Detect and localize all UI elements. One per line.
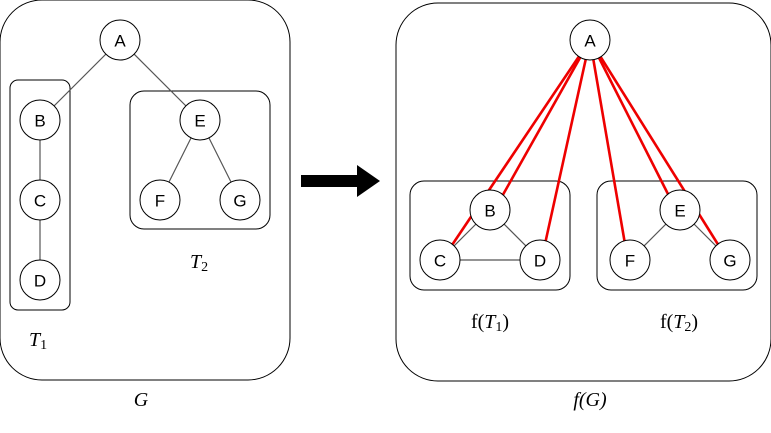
node-e: E	[179, 99, 221, 141]
node-label: C	[34, 192, 46, 211]
red-edge-a-e	[588, 39, 673, 201]
red-edge-a-g	[588, 39, 726, 255]
node-g: G	[709, 239, 751, 281]
g-label: G	[134, 389, 149, 411]
node-e: E	[659, 189, 701, 231]
graph-g-nodes: A B C D E F G	[19, 19, 261, 301]
node-b: B	[19, 99, 61, 141]
transform-arrow-icon	[301, 165, 380, 197]
node-label: G	[723, 252, 736, 271]
node-g: G	[219, 179, 261, 221]
node-label: E	[674, 202, 685, 221]
highlighted-edges	[444, 39, 726, 255]
node-a: A	[569, 19, 611, 61]
node-label: B	[34, 112, 45, 131]
t2-label: T2	[190, 251, 208, 275]
red-edge-a-c	[444, 39, 592, 255]
node-f: F	[609, 239, 651, 281]
node-f: F	[139, 179, 181, 221]
node-c: C	[19, 179, 61, 221]
red-edge-a-d	[543, 39, 592, 245]
ft2-label: f(T2)	[660, 311, 698, 335]
node-label: A	[584, 32, 596, 51]
node-c: C	[419, 239, 461, 281]
fg-label: f(G)	[573, 389, 607, 411]
red-edge-a-b	[498, 39, 592, 201]
node-d: D	[19, 259, 61, 301]
node-b: B	[469, 189, 511, 231]
node-label: F	[155, 192, 165, 211]
t1-label: T1	[29, 329, 47, 353]
node-label: B	[484, 202, 495, 221]
node-label: C	[434, 252, 446, 271]
node-d: D	[519, 239, 561, 281]
node-label: E	[194, 112, 205, 131]
node-label: D	[534, 252, 546, 271]
red-edge-a-f	[588, 39, 627, 245]
node-a: A	[99, 19, 141, 61]
node-label: A	[114, 32, 126, 51]
node-label: F	[625, 252, 635, 271]
node-label: G	[233, 192, 246, 211]
graph-fg-nodes: A B C D E F G	[419, 19, 751, 281]
ft1-label: f(T1)	[471, 311, 509, 335]
node-label: D	[34, 272, 46, 291]
